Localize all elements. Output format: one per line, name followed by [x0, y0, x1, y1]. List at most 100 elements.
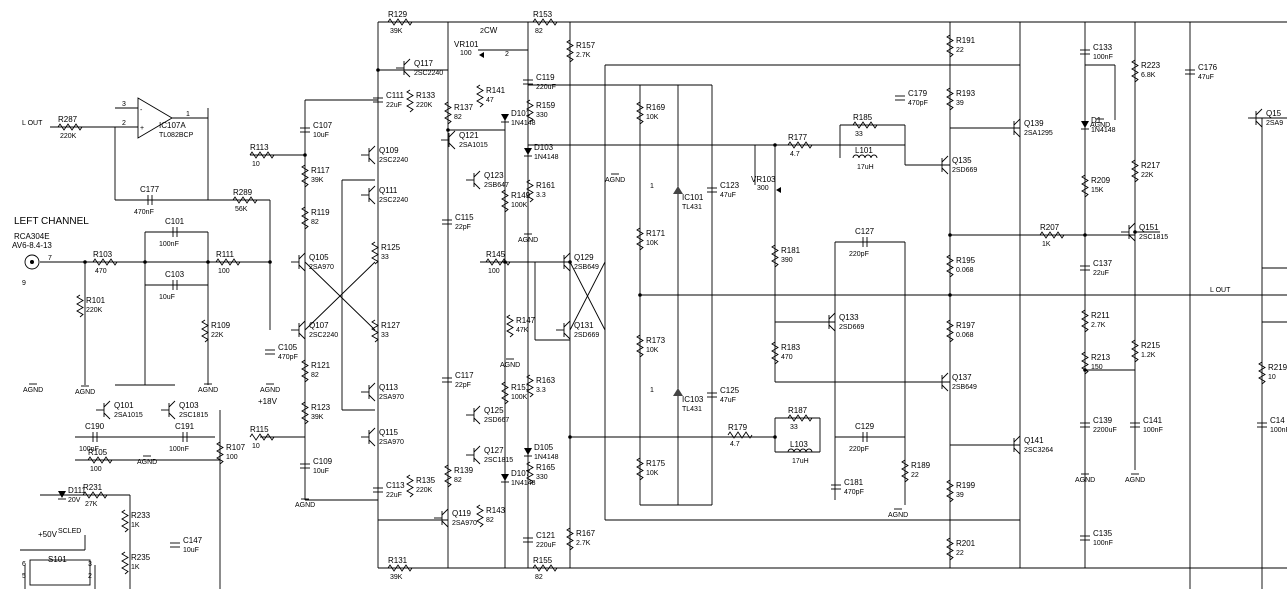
resistor-zigzag: [249, 151, 275, 159]
regulator-triangle: [673, 388, 683, 396]
transistor-ref: Q103: [179, 401, 199, 410]
channel-title: LEFT CHANNEL: [14, 216, 89, 227]
resistor-value: 1K: [131, 564, 140, 571]
diode-ref: D107: [511, 469, 531, 478]
resistor-ref: R195: [956, 256, 976, 265]
resistor-ref: R187: [788, 406, 808, 415]
resistor-ref: R171: [646, 229, 666, 238]
transistor-part: 2SC1815: [1139, 234, 1168, 241]
resistor-zigzag: [201, 319, 209, 343]
transistor-part: 2SA970: [379, 439, 404, 446]
transistor-emitter: [828, 324, 836, 332]
resistor-ref: R125: [381, 243, 401, 252]
transistor-ref: Q123: [484, 171, 504, 180]
resistor-value: 22: [911, 472, 919, 479]
resistor-value: 10: [252, 161, 260, 168]
ground-label: AGND: [1090, 122, 1110, 129]
svg-text:1: 1: [650, 183, 654, 190]
ic-part: TL431: [682, 406, 702, 413]
resistor-ref: R103: [93, 250, 113, 259]
resistor-value: 39: [956, 492, 964, 499]
transistor-collector: [1013, 118, 1021, 126]
resistor-ref: R217: [1141, 161, 1161, 170]
resistor-value: 100: [488, 268, 500, 275]
resistor-zigzag: [444, 101, 452, 125]
transistor-collector: [368, 427, 376, 435]
resistor-value: 3.3: [536, 387, 546, 394]
diode-triangle: [58, 491, 66, 498]
capacitor-ref: C191: [175, 422, 195, 431]
resistor-value: 220K: [416, 487, 433, 494]
resistor-value: 39K: [311, 414, 324, 421]
transistor-emitter: [1013, 447, 1021, 455]
resistor-zigzag: [301, 206, 309, 230]
resistor-zigzag: [946, 537, 954, 561]
transistor-part: 2SA970: [379, 394, 404, 401]
diode-ref: D103: [534, 143, 554, 152]
capacitor-value: 100nF: [159, 241, 179, 248]
ground-symbol: AGND: [295, 498, 315, 509]
transistor-part: 2SA970: [309, 264, 334, 271]
pot-ref: VR101: [454, 40, 479, 49]
capacitor-ref: C135: [1093, 529, 1113, 538]
pot-value: 100: [460, 50, 472, 57]
resistor-zigzag: [387, 18, 413, 26]
resistor-zigzag: [249, 433, 275, 441]
resistor-value: 3.3: [536, 192, 546, 199]
plus18-label: +18V: [258, 397, 278, 406]
resistor-zigzag: [1081, 174, 1089, 198]
resistor-ref: R151: [511, 383, 531, 392]
transistor-ref: Q115: [379, 428, 399, 437]
resistor-zigzag: [526, 99, 534, 123]
resistor-ref: R167: [576, 529, 596, 538]
resistor-ref: R143: [486, 506, 506, 515]
resistor-ref: R155: [533, 556, 553, 565]
transistor-emitter: [298, 264, 306, 272]
resistor-ref: R191: [956, 36, 976, 45]
resistor-zigzag: [901, 459, 909, 483]
switch-ref: S101: [48, 555, 67, 564]
resistor-zigzag: [787, 141, 813, 149]
resistor-value: 100K: [511, 202, 528, 209]
transistor-ref: Q125: [484, 406, 504, 415]
resistor-ref: R201: [956, 539, 976, 548]
resistor-zigzag: [1131, 59, 1139, 83]
regulator-triangle: [673, 186, 683, 194]
resistor-value: 100K: [511, 394, 528, 401]
resistor-zigzag: [501, 381, 509, 405]
resistor-ref: R233: [131, 511, 151, 520]
ground-symbol: AGND: [23, 383, 43, 394]
transistor-emitter: [473, 182, 481, 190]
svg-text:2: 2: [88, 573, 92, 580]
junction-dot: [503, 260, 507, 264]
pot-value: 300: [757, 185, 769, 192]
transistor-emitter: [1255, 120, 1263, 128]
resistor-value: 6.8K: [1141, 72, 1156, 79]
resistor-value: 82: [311, 219, 319, 226]
transistor-collector: [368, 145, 376, 153]
rca-connector-symbol: [24, 254, 40, 270]
transistor-collector: [563, 320, 571, 328]
resistor-ref: R135: [416, 476, 436, 485]
resistor-value: 10K: [646, 114, 659, 121]
transistor-emitter: [168, 412, 176, 420]
capacitor-value: 100nF: [1270, 427, 1287, 434]
